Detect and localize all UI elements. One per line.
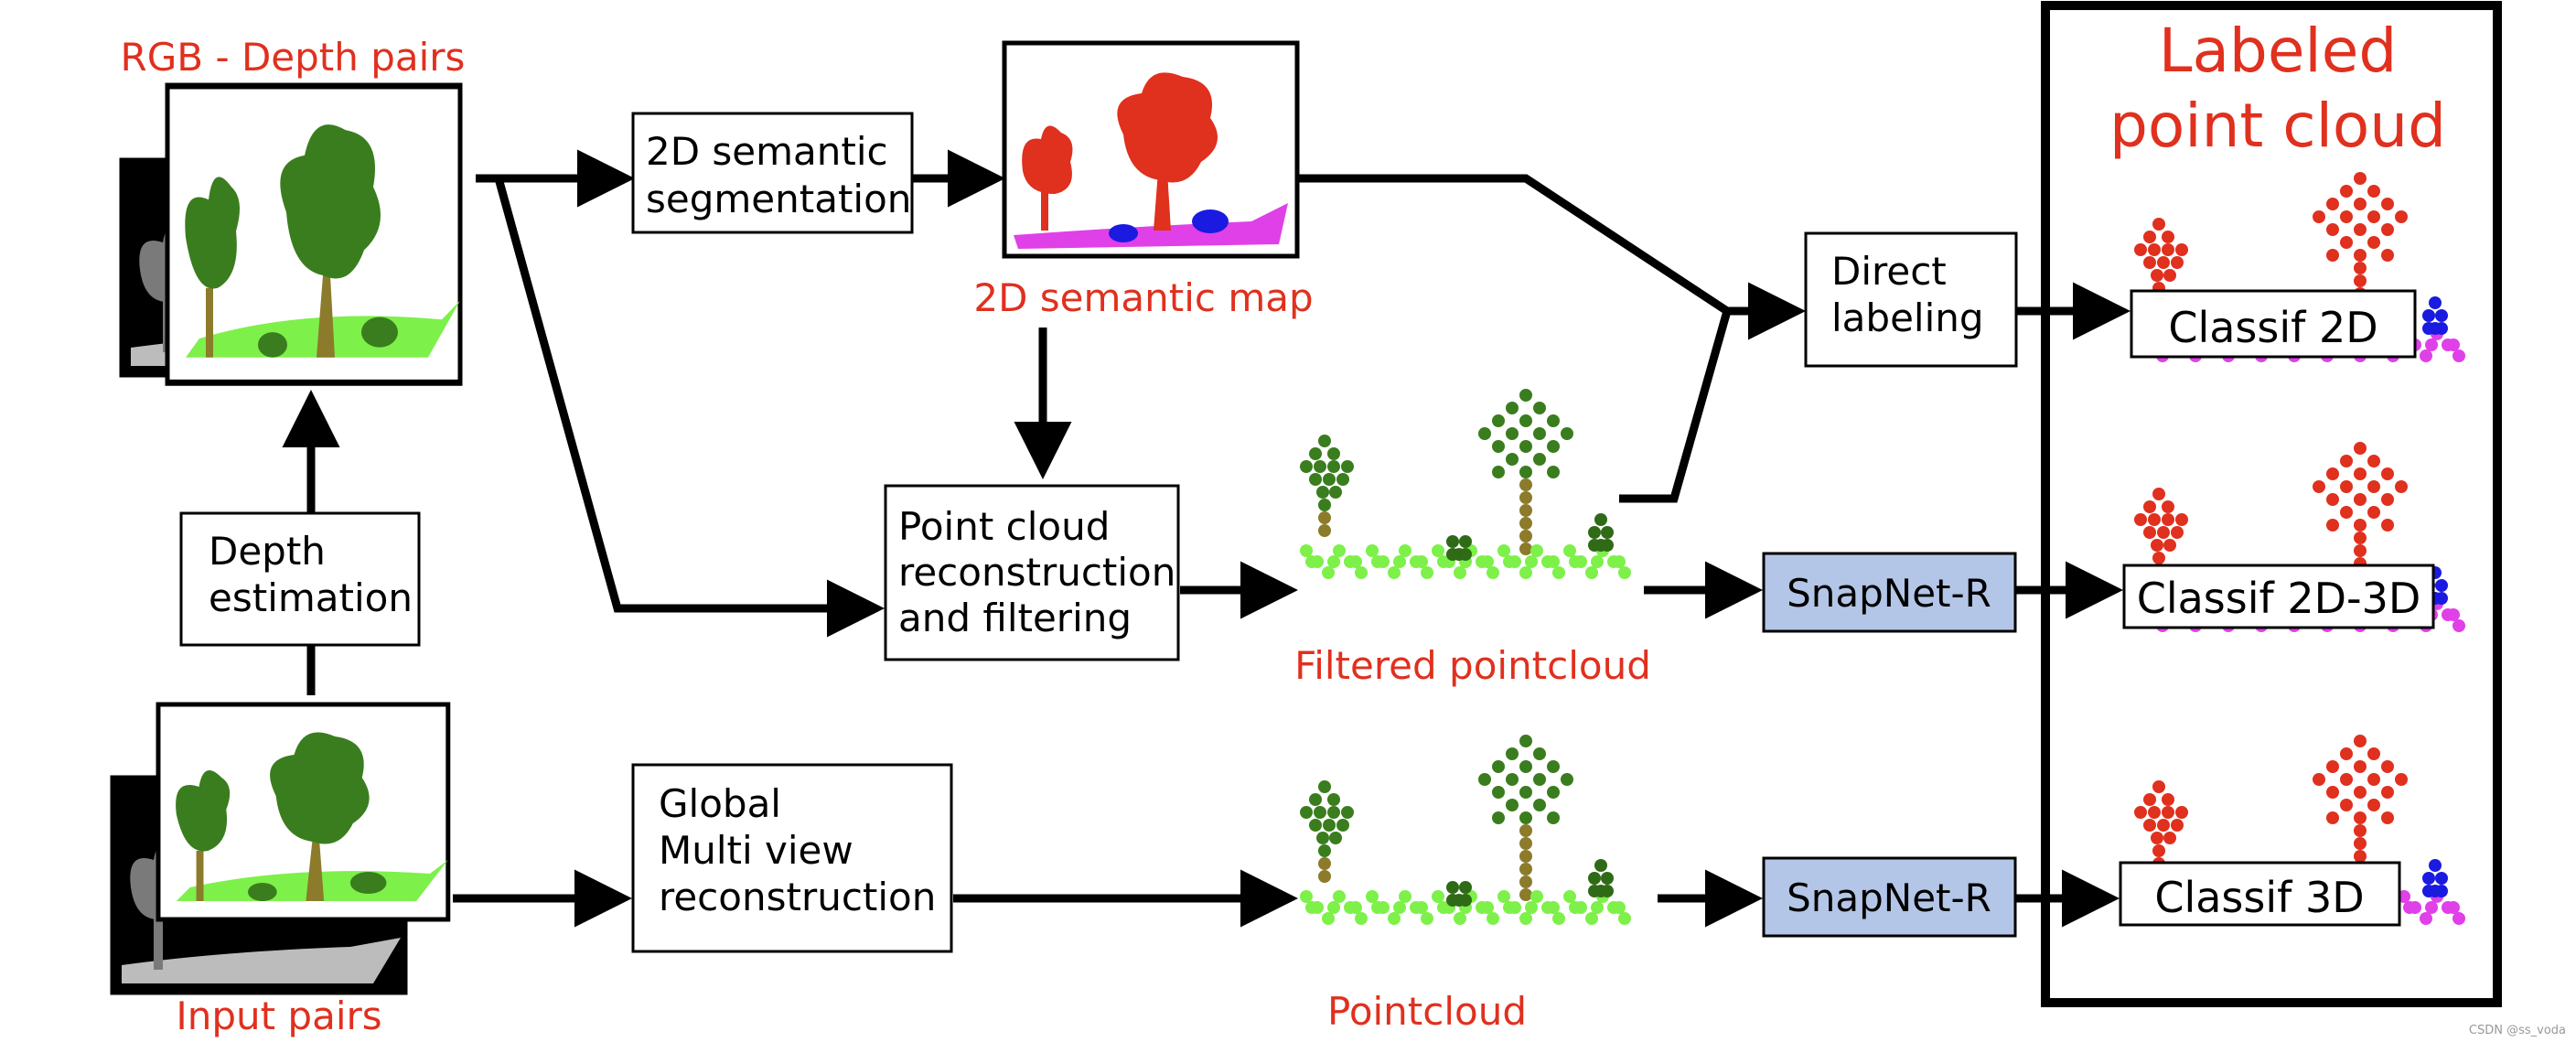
snapnet-top-box: SnapNet-R — [1762, 552, 2017, 633]
labeled-title-line2: point cloud — [2109, 91, 2446, 161]
snapnet-bottom-label: SnapNet-R — [1787, 875, 1991, 920]
direct-labeling-box: Direct labeling — [1804, 231, 2018, 368]
filtered-pointcloud-image — [1300, 389, 1631, 579]
depth-estimation-line1: Depth — [209, 529, 326, 574]
direct-labeling-line1: Direct — [1831, 249, 1947, 294]
global-mvs-line1: Global — [659, 781, 781, 826]
watermark: CSDN @ss_voda — [2469, 1024, 2566, 1037]
semantic-segmentation-line2: segmentation — [646, 177, 911, 221]
arrow-rgb-to-reconstruction — [494, 177, 885, 638]
classif-3d-box: Classif 3D — [2119, 861, 2401, 927]
pc-reconstruction-line2: reconstruction — [898, 550, 1175, 595]
global-mvs-box: Global Multi view reconstruction — [631, 763, 953, 953]
snapnet-top-label: SnapNet-R — [1787, 571, 1991, 616]
filtered-pointcloud-label: Filtered pointcloud — [1294, 643, 1651, 688]
depth-estimation-line2: estimation — [209, 575, 413, 620]
input-image-front — [158, 704, 448, 919]
pc-reconstruction-line1: Point cloud — [898, 504, 1110, 549]
classif-3d-label: Classif 3D — [2154, 873, 2364, 922]
classif-2d-box: Classif 2D — [2130, 289, 2417, 359]
pc-reconstruction-line3: and filtering — [898, 596, 1132, 640]
classif-2d-label: Classif 2D — [2168, 303, 2377, 352]
classif-2d3d-box: Classif 2D-3D — [2122, 564, 2435, 629]
semantic-map-image — [1002, 40, 1300, 259]
global-mvs-line3: reconstruction — [659, 875, 936, 919]
labeled-cloud-frame — [2041, 1, 2502, 1007]
semantic-segmentation-line1: 2D semantic — [646, 129, 888, 174]
pointcloud-image — [1300, 735, 1631, 925]
direct-labeling-line2: labeling — [1831, 295, 1984, 340]
pointcloud-label: Pointcloud — [1327, 989, 1527, 1034]
global-mvs-line2: Multi view — [659, 828, 853, 873]
depth-estimation-box: Depth estimation — [179, 511, 421, 647]
labeled-title-line1: Labeled — [2159, 16, 2398, 86]
semantic-segmentation-box: 2D semantic segmentation — [631, 112, 914, 234]
line-filtered-to-direct — [1619, 309, 1732, 503]
rgb-depth-pairs-label: RGB - Depth pairs — [121, 35, 466, 80]
arrow-map-to-direct — [1297, 174, 1806, 340]
snapnet-bottom-box: SnapNet-R — [1762, 856, 2017, 938]
semantic-map-label: 2D semantic map — [973, 275, 1313, 320]
rgb-image-front — [167, 86, 460, 382]
input-pairs-label: Input pairs — [176, 994, 381, 1038]
pc-reconstruction-box: Point cloud reconstruction and filtering — [884, 484, 1180, 661]
classif-2d3d-label: Classif 2D-3D — [2137, 574, 2421, 623]
